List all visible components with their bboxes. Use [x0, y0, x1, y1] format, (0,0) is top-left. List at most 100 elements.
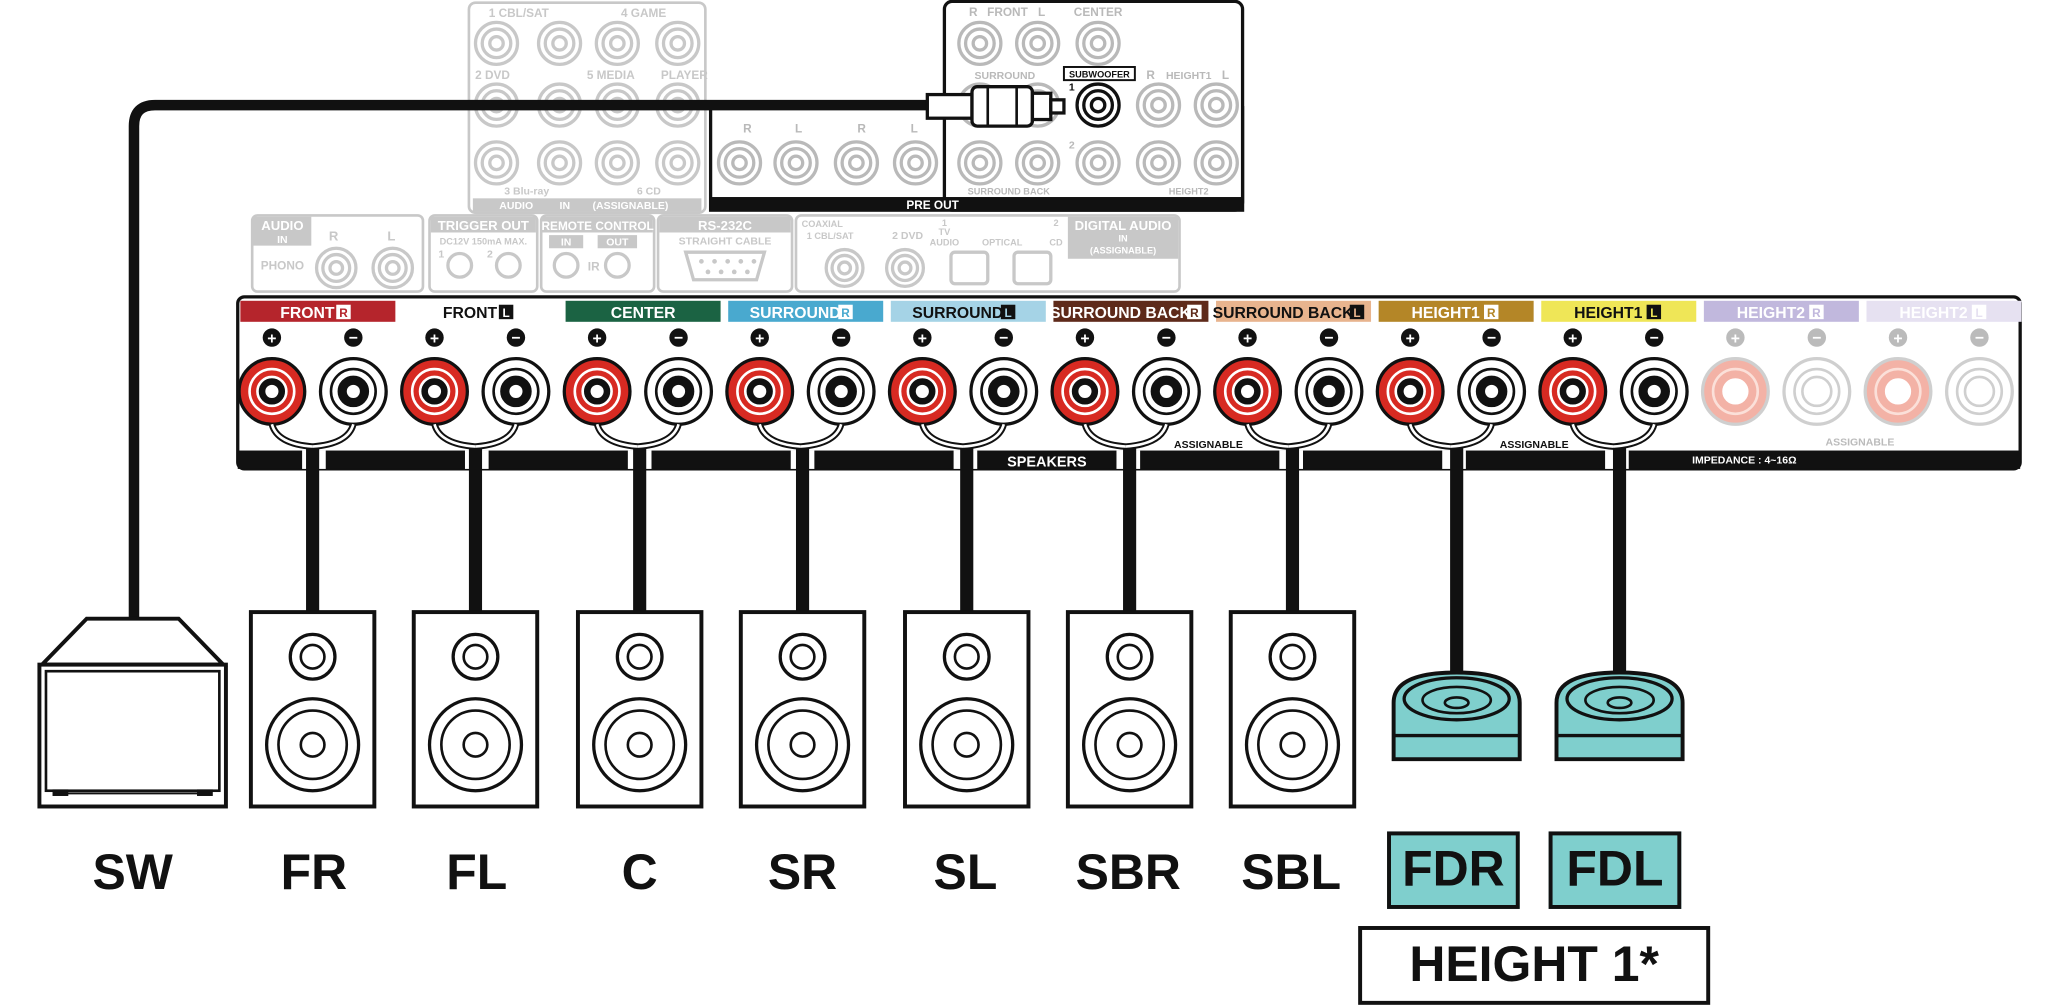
audio-in-jack-pin	[551, 154, 568, 172]
pre-out-bar	[710, 197, 1243, 212]
plus-marker	[1563, 328, 1582, 347]
negative-terminal-hole	[1972, 384, 1987, 398]
negative-terminal-hole	[834, 384, 848, 398]
channel-side-label: R	[339, 306, 348, 320]
wire-negative-core	[1613, 423, 1656, 448]
audio-in-cd-label: 6 CD	[637, 185, 661, 197]
remote-in-label: IN	[561, 237, 571, 249]
coax-jack-1-pin	[837, 260, 853, 276]
positive-terminal-ring	[1061, 367, 1109, 416]
plus-marker	[1726, 328, 1745, 347]
negative-terminal-ring	[1793, 367, 1841, 416]
audio-in-jack-ring	[543, 146, 576, 179]
channel-side-badge	[1000, 304, 1016, 320]
trigger-jack-2	[494, 251, 522, 279]
center-jack-pin	[1089, 34, 1107, 52]
plus-sign: +	[1406, 330, 1415, 347]
positive-terminal-hole	[590, 384, 604, 398]
pre-out-jack-ring	[723, 146, 756, 179]
assignable-label-1: ASSIGNABLE	[1174, 439, 1243, 451]
positive-terminal-hole	[1403, 384, 1417, 398]
positive-terminal-ring	[248, 367, 296, 416]
positive-terminal-hole	[1240, 384, 1255, 398]
pre-out-height1-label: HEIGHT1	[1166, 70, 1212, 82]
negative-terminal-ring	[980, 367, 1028, 416]
optical-port-2	[1012, 250, 1053, 286]
speaker-label-fdl: FDL	[1548, 831, 1682, 909]
height1-r-label: R	[1146, 68, 1155, 82]
speakers-label: SPEAKERS	[1007, 454, 1087, 470]
speaker-label-sbl: SBL	[1241, 845, 1342, 902]
subwoofer-foot	[197, 789, 213, 796]
negative-terminal-ring	[1955, 367, 2004, 416]
positive-terminal-ring	[898, 367, 946, 416]
negative-terminal-hole	[671, 384, 686, 398]
audio-in-jack-pin	[669, 34, 687, 52]
audio-in-game-label: 4 GAME	[621, 6, 666, 20]
plus-marker	[1400, 328, 1420, 347]
channel-name-label: SURROUND	[750, 305, 841, 322]
subwoofer-cable	[128, 99, 970, 620]
woofer-cap	[1279, 731, 1306, 758]
plus-marker	[1238, 328, 1257, 347]
minus-marker	[1970, 328, 1989, 347]
subwoofer-top	[37, 616, 228, 667]
audio-in-jack-pin	[608, 34, 626, 52]
remote-out-tag	[597, 235, 638, 249]
minus-marker	[344, 328, 363, 347]
woofer-cap	[1116, 731, 1143, 758]
speaker-label-sl: SL	[933, 845, 998, 902]
audio-in-jack-ring	[661, 27, 694, 60]
minus-sign: −	[1162, 330, 1171, 347]
assignable-label-3: ASSIGNABLE	[1825, 436, 1894, 448]
rs232c-pin	[718, 269, 724, 275]
dolby-driver-cap	[1443, 696, 1470, 710]
audio-in-jack-ring	[661, 146, 694, 179]
wire-negative-core	[962, 423, 1006, 448]
remote-in-tag	[549, 235, 584, 249]
audio-in-jack-pin	[669, 154, 687, 172]
digital-audio-tag	[1067, 216, 1179, 259]
channel-side-label: L	[1005, 306, 1012, 320]
optical-audio-label: AUDIO	[930, 238, 960, 248]
digital-audio-label: DIGITAL AUDIO	[1075, 218, 1172, 233]
channel-side-badge	[336, 304, 351, 320]
optical-port-1	[949, 250, 990, 286]
center-jack-ring	[1082, 27, 1115, 60]
optical-1-label: 1	[942, 218, 947, 228]
phono-jack-r-pin	[328, 260, 345, 276]
coax-jack-2-ring	[890, 253, 920, 283]
plus-sign: +	[1243, 330, 1252, 347]
subwoofer-foot	[52, 789, 69, 796]
rs232c-label: RS-232C	[698, 218, 753, 233]
dolby-speaker-cable	[1450, 447, 1464, 685]
channel-name-label: FRONT	[443, 305, 498, 322]
rs232c-pin	[725, 259, 731, 264]
dolby-speaker-cable	[1612, 447, 1627, 685]
wire-negative-core	[312, 423, 355, 448]
channel-color-tag	[565, 300, 721, 322]
impedance-label: IMPEDANCE : 4~16Ω	[1692, 455, 1796, 467]
front-r-label: R	[969, 5, 978, 19]
woofer-cap	[299, 731, 326, 758]
positive-terminal-ring	[573, 367, 621, 416]
phono-audio-tag	[253, 216, 312, 246]
woofer-cap	[789, 731, 816, 758]
tweeter-dome	[1116, 643, 1143, 670]
plus-marker	[1075, 328, 1095, 347]
plus-sign: +	[593, 330, 602, 347]
minus-marker	[994, 328, 1013, 347]
channel-name-label: SURROUND	[912, 305, 1003, 322]
positive-terminal-hole	[427, 384, 442, 398]
minus-marker	[669, 328, 688, 347]
negative-terminal-hole	[346, 384, 360, 398]
minus-sign: −	[511, 330, 520, 347]
speaker-cable	[306, 447, 320, 615]
tweeter-dome	[626, 643, 653, 670]
